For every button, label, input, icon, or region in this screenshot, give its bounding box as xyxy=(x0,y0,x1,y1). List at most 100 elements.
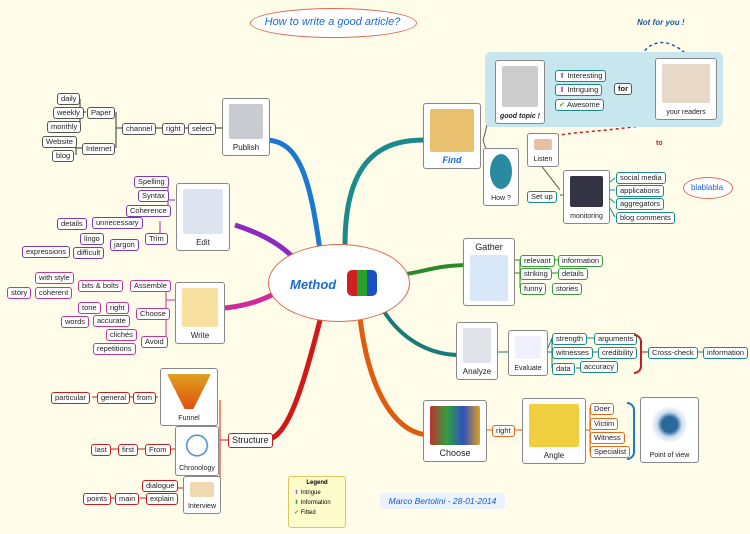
edit-details[interactable]: details xyxy=(57,218,87,230)
edit-trim[interactable]: Trim xyxy=(145,233,168,245)
edit-jargon[interactable]: jargon xyxy=(110,239,139,251)
role-victim[interactable]: Victim xyxy=(590,418,619,430)
choose-node[interactable]: Choose xyxy=(423,400,487,462)
check-icon: ✔ xyxy=(294,510,300,516)
structure-explain[interactable]: explain xyxy=(146,493,178,505)
title-bubble[interactable] xyxy=(250,8,417,38)
publish-right[interactable]: right xyxy=(162,123,185,135)
analyze-strength[interactable]: strength xyxy=(552,333,588,345)
monitor-blog-comments[interactable]: blog comments xyxy=(616,212,675,224)
role-witness[interactable]: Witness xyxy=(590,432,625,444)
edit-expressions[interactable]: expressions xyxy=(22,246,71,258)
analyze-accuracy[interactable]: accuracy xyxy=(580,361,619,373)
blablabla-callout[interactable] xyxy=(683,177,733,199)
write-with-style[interactable]: with style xyxy=(35,272,74,284)
quality-intriguing[interactable]: ⬆ Intriguing xyxy=(555,84,603,96)
write-words[interactable]: words xyxy=(61,316,90,328)
write-choose[interactable]: Choose xyxy=(136,308,170,320)
evaluate-node[interactable]: Evaluate xyxy=(508,330,548,376)
write-story[interactable]: story xyxy=(7,287,32,299)
gather-funny[interactable]: funny xyxy=(520,283,547,295)
edit-unnecessary[interactable]: unnecessary xyxy=(92,217,143,229)
interview-node[interactable]: Interview xyxy=(183,476,221,514)
write-node[interactable]: Write xyxy=(175,282,225,344)
monitor-aggregators[interactable]: aggregators xyxy=(616,198,665,210)
publish-daily[interactable]: daily xyxy=(57,93,81,105)
good-topic-node[interactable]: good topic ! xyxy=(495,60,545,124)
angle-node[interactable]: Angle xyxy=(522,398,586,464)
publish-paper[interactable]: Paper xyxy=(87,107,116,119)
publish-select[interactable]: select xyxy=(188,123,216,135)
structure-from[interactable]: from xyxy=(133,392,156,404)
analyze-arguments[interactable]: arguments xyxy=(594,333,638,345)
publish-website[interactable]: Website xyxy=(42,136,77,148)
structure-dialogue[interactable]: dialogue xyxy=(142,480,179,492)
gather-striking[interactable]: striking xyxy=(520,268,552,280)
role-doer[interactable]: Doer xyxy=(590,403,615,415)
edit-coherence[interactable]: Coherence xyxy=(126,205,171,217)
write-assemble[interactable]: Assemble xyxy=(130,280,171,292)
analyze-credibility[interactable]: credibility xyxy=(598,347,638,359)
write-coherent[interactable]: coherent xyxy=(35,287,73,299)
analyze-data[interactable]: data xyxy=(552,363,575,375)
structure-From[interactable]: From xyxy=(145,444,171,456)
pencil-icon xyxy=(182,288,218,327)
monitor-social[interactable]: social media xyxy=(616,172,666,184)
center-node[interactable] xyxy=(268,244,410,322)
monitoring-node[interactable]: monitoring xyxy=(563,170,610,224)
publish-node[interactable]: Publish xyxy=(222,98,270,156)
find-node[interactable]: Find xyxy=(423,103,481,169)
write-cliches[interactable]: clichés xyxy=(106,329,137,341)
gather-relevant[interactable]: relevant xyxy=(520,255,555,267)
crosscheck-information[interactable]: information xyxy=(703,347,749,359)
structure-node[interactable]: Structure xyxy=(228,433,273,448)
edit-difficult[interactable]: difficult xyxy=(73,247,105,259)
newspaper-icon xyxy=(502,66,538,107)
publish-weekly[interactable]: weekly xyxy=(53,107,84,119)
funnel-node[interactable]: Funnel xyxy=(160,368,218,426)
write-repetitions[interactable]: repetitions xyxy=(93,343,136,355)
gather-information[interactable]: information xyxy=(558,255,604,267)
write-right[interactable]: right xyxy=(106,302,129,314)
readers-node[interactable]: your readers xyxy=(655,58,717,120)
structure-points[interactable]: points xyxy=(83,493,112,505)
chronology-node[interactable]: Chronology xyxy=(175,426,219,476)
publish-blog[interactable]: blog xyxy=(52,150,75,162)
write-bits[interactable]: bits & bolts xyxy=(78,280,123,292)
monitor-applications[interactable]: applications xyxy=(616,185,664,197)
role-specialist[interactable]: Specialist xyxy=(590,446,631,458)
edit-spelling[interactable]: Spelling xyxy=(134,176,169,188)
choose-right[interactable]: right xyxy=(492,425,515,437)
write-tone[interactable]: tone xyxy=(78,302,101,314)
structure-main[interactable]: main xyxy=(115,493,140,505)
quality-awesome[interactable]: ✔ Awesome xyxy=(555,99,604,111)
gather-node[interactable]: Gather xyxy=(463,238,515,306)
quality-interesting[interactable]: ⬆ Interesting xyxy=(555,70,607,82)
edit-node[interactable]: Edit xyxy=(176,183,230,251)
gather-stories[interactable]: stories xyxy=(552,283,583,295)
how-node[interactable]: How ? xyxy=(483,148,519,206)
crosscheck-node[interactable]: Cross-check xyxy=(648,347,698,359)
listen-node[interactable]: Listen xyxy=(527,133,559,167)
publish-monthly[interactable]: monthly xyxy=(47,121,82,133)
publish-channel[interactable]: channel xyxy=(122,123,157,135)
write-accurate[interactable]: accurate xyxy=(93,315,130,327)
analyze-witnesses[interactable]: witnesses xyxy=(552,347,593,359)
write-avoid[interactable]: Avoid xyxy=(141,336,168,348)
eye-icon xyxy=(647,403,692,446)
publish-internet[interactable]: Internet xyxy=(82,143,116,155)
report-icon xyxy=(463,328,491,363)
structure-general[interactable]: general xyxy=(97,392,131,404)
doors-icon xyxy=(430,406,480,445)
gather-details[interactable]: details xyxy=(558,268,588,280)
for-node[interactable]: for xyxy=(614,83,632,95)
pov-node[interactable]: Point of view xyxy=(640,397,699,463)
edit-lingo[interactable]: lingo xyxy=(80,233,104,245)
structure-last[interactable]: last xyxy=(91,444,111,456)
detective-icon xyxy=(430,109,474,152)
structure-particular[interactable]: particular xyxy=(51,392,90,404)
edit-syntax[interactable]: Syntax xyxy=(138,190,169,202)
analyze-node[interactable]: Analyze xyxy=(456,322,498,380)
structure-first[interactable]: first xyxy=(118,444,139,456)
setup-node[interactable]: Set up xyxy=(527,191,557,203)
